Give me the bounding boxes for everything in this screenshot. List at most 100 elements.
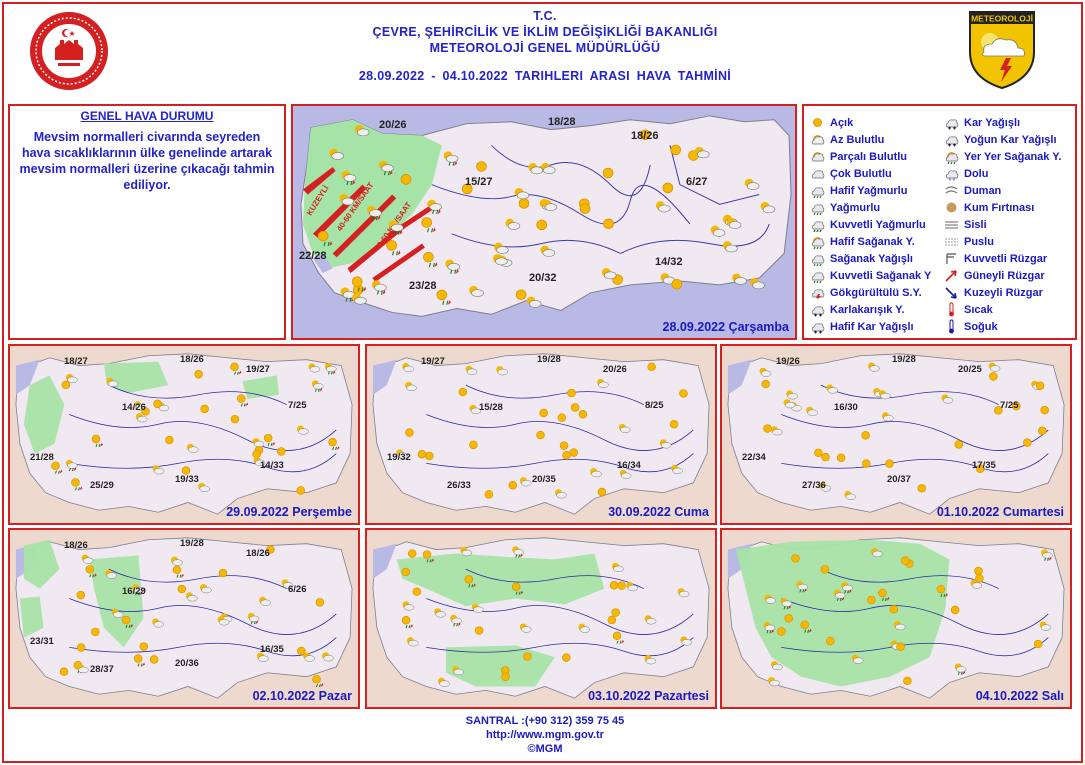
legend-label: Sisli bbox=[964, 218, 987, 231]
parcali-bulutlu-icon bbox=[811, 152, 825, 162]
legend-label: Sıcak bbox=[964, 303, 993, 316]
logo-text: METEOROLOJİ bbox=[971, 14, 1033, 24]
karlakarisik-icon bbox=[811, 306, 825, 317]
legend-item: Kar Yağışlı bbox=[944, 114, 1061, 131]
turkey-map-small bbox=[722, 530, 1070, 707]
temp-label: 18/26 bbox=[180, 354, 204, 365]
legend-label: Yağmurlu bbox=[830, 201, 881, 214]
temp-label: 19/27 bbox=[421, 356, 445, 367]
temp-label: 22/34 bbox=[742, 452, 766, 463]
legend-label: Soğuk bbox=[964, 320, 998, 333]
legend-item: Soğuk bbox=[944, 318, 1061, 335]
legend-label: Parçalı Bulutlu bbox=[830, 150, 908, 163]
legend-item: Hafif Sağanak Y. bbox=[810, 233, 931, 250]
temp-label: 18/26 bbox=[631, 130, 659, 142]
header-ministry: ÇEVRE, ŞEHİRCİLİK VE İKLİM DEĞİŞİKLİĞİ B… bbox=[372, 25, 718, 39]
legend-item: Yağmurlu bbox=[810, 199, 931, 216]
legend-label: Puslu bbox=[964, 235, 994, 248]
main-map-panel: KUZEYLİ 40-60 KM/SAAT 40-60 KM/SAAT 20/2… bbox=[291, 104, 797, 340]
temp-label: 15/27 bbox=[465, 176, 493, 188]
yer-yer-saganak-icon bbox=[945, 152, 959, 164]
legend-label: Sağanak Yağışlı bbox=[830, 252, 913, 265]
turkey-map-small bbox=[367, 530, 715, 707]
footer-url[interactable]: http://www.mgm.gov.tr bbox=[486, 729, 604, 741]
legend-item: Puslu bbox=[944, 233, 1061, 250]
temp-label: 18/28 bbox=[548, 116, 576, 128]
header-directorate: METEOROLOJİ GENEL MÜDÜRLÜĞÜ bbox=[429, 41, 661, 55]
legend-item: Güneyli Rüzgar bbox=[944, 267, 1061, 284]
turkey-map-small bbox=[10, 346, 358, 523]
temp-label: 8/25 bbox=[645, 400, 664, 411]
forecast-period: 28.09.2022 - 04.10.2022 TARIHLERI ARASI … bbox=[358, 69, 732, 83]
temp-label: 20/26 bbox=[379, 119, 407, 131]
legend-item: Karlakarışık Y. bbox=[810, 301, 931, 318]
legend-item: Yoğun Kar Yağışlı bbox=[944, 131, 1061, 148]
puslu-icon bbox=[945, 238, 958, 246]
kuvvetli-saganak-icon bbox=[811, 272, 825, 283]
legend-label: Az Bulutlu bbox=[830, 133, 885, 146]
temp-label: 25/29 bbox=[90, 480, 114, 491]
temp-label: 19/28 bbox=[892, 354, 916, 365]
meteoroloji-logo: METEOROLOJİ bbox=[969, 11, 1035, 90]
temp-label: 23/31 bbox=[30, 636, 54, 647]
acik-icon bbox=[813, 118, 822, 127]
legend-item: Hafif Yağmurlu bbox=[810, 182, 931, 199]
legend-item: Parçalı Bulutlu bbox=[810, 148, 931, 165]
legend-item: Sağanak Yağışlı bbox=[810, 250, 931, 267]
cok-bulutlu-icon bbox=[811, 170, 825, 179]
temp-label: 19/28 bbox=[537, 354, 561, 365]
turkey-map-small bbox=[10, 530, 358, 707]
day-map-panel: 03.10.2022 Pazartesi bbox=[365, 528, 717, 709]
kuvvetli-ruzgar-icon bbox=[946, 253, 956, 264]
day-map-panel: 04.10.2022 Salı bbox=[720, 528, 1072, 709]
legend-item: Dolu bbox=[944, 165, 1061, 182]
temp-label: 16/34 bbox=[617, 460, 641, 471]
legend-label: Kar Yağışlı bbox=[964, 116, 1021, 129]
kuzeyli-ruzgar-icon bbox=[945, 287, 957, 299]
kar-icon bbox=[945, 119, 959, 130]
legend-item: Açık bbox=[810, 114, 931, 131]
duman-icon bbox=[945, 186, 958, 194]
temp-label: 19/32 bbox=[387, 452, 411, 463]
turkey-map-small bbox=[367, 346, 715, 523]
legend-label: Kuvvetli Rüzgar bbox=[964, 252, 1048, 265]
general-weather-title: GENEL HAVA DURUMU bbox=[80, 109, 214, 123]
yogun-kar-icon bbox=[945, 136, 959, 147]
day-caption: 03.10.2022 Pazartesi bbox=[588, 689, 709, 703]
legend-label: Yoğun Kar Yağışlı bbox=[964, 133, 1057, 146]
guneyli-ruzgar-icon bbox=[945, 270, 957, 282]
sicak-icon bbox=[949, 302, 954, 317]
temp-label: 16/30 bbox=[834, 402, 858, 413]
temp-label: 14/33 bbox=[260, 460, 284, 471]
temp-label: 20/26 bbox=[603, 364, 627, 375]
temp-label: 6/27 bbox=[686, 176, 708, 188]
turkey-map-main: KUZEYLİ 40-60 KM/SAAT 40-60 KM/SAAT bbox=[293, 106, 795, 338]
legend-label: Gökgürültülü S.Y. bbox=[830, 286, 922, 299]
footer-copyright: ©MGM bbox=[527, 743, 563, 755]
main-map-caption: 28.09.2022 Çarşamba bbox=[662, 320, 789, 334]
legend-item: Kuvvetli Rüzgar bbox=[944, 250, 1061, 267]
saganak-icon bbox=[811, 255, 825, 266]
ministry-logo bbox=[30, 12, 108, 90]
gokgurultulu-icon bbox=[811, 289, 825, 300]
legend-label: Güneyli Rüzgar bbox=[964, 269, 1045, 282]
temp-label: 18/27 bbox=[64, 356, 88, 367]
legend-item: Kuzeyli Rüzgar bbox=[944, 284, 1061, 301]
legend-item: Duman bbox=[944, 182, 1061, 199]
temp-label: 23/28 bbox=[409, 280, 437, 292]
legend-item: Gökgürültülü S.Y. bbox=[810, 284, 931, 301]
temp-label: 19/33 bbox=[175, 474, 199, 485]
temp-label: 16/29 bbox=[122, 586, 146, 597]
temp-label: 14/26 bbox=[122, 402, 146, 413]
temp-label: 27/36 bbox=[802, 480, 826, 491]
soguk-icon bbox=[949, 319, 954, 334]
footer-phone: SANTRAL :(+90 312) 359 75 45 bbox=[465, 715, 625, 727]
legend-label: Kuvvetli Sağanak Y bbox=[830, 269, 932, 282]
dolu-icon bbox=[945, 170, 959, 181]
temp-label: 6/26 bbox=[288, 584, 307, 595]
legend-item: Az Bulutlu bbox=[810, 131, 931, 148]
